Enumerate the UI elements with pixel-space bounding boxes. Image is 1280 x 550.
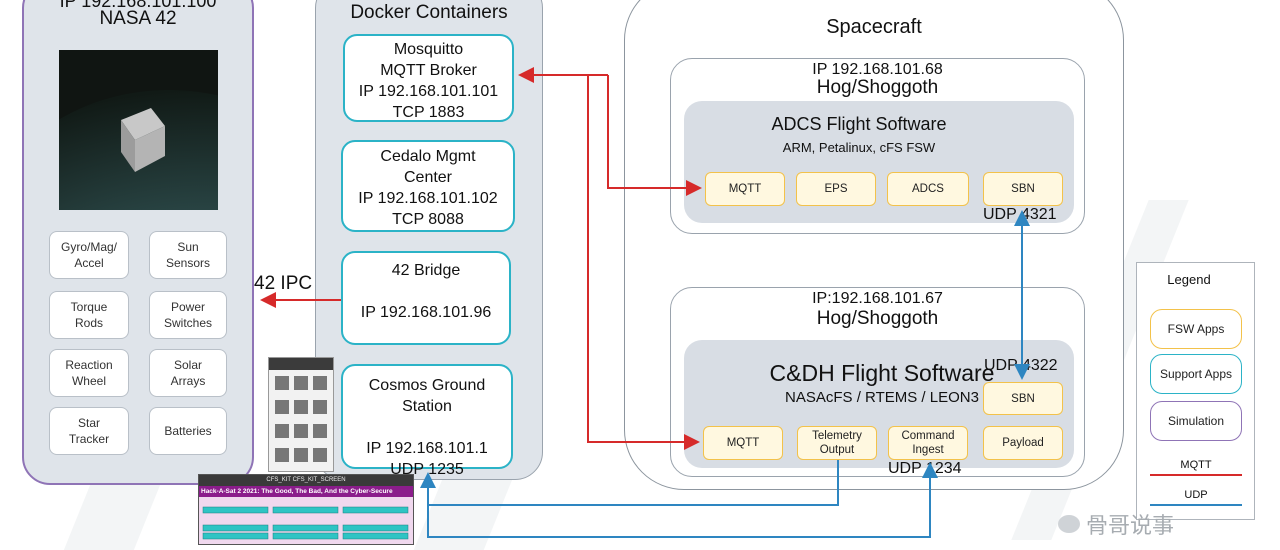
wechat-icon [1058,515,1080,533]
mosquitto-broker-container: Mosquitto MQTT Broker IP 192.168.101.101… [343,34,514,122]
nasa42-simulation-view [59,50,218,210]
bridge-42-container: 42 Bridge IP 192.168.101.96 [341,251,511,345]
cdh-payload-app: Payload [983,426,1063,460]
udp-telemetry-line [420,460,839,506]
adcs-fsw-subtitle: ARM, Petalinux, cFS FSW [782,140,936,155]
legend-mqtt-line [1150,474,1242,476]
watermark-text: 骨哥说事 [1086,513,1175,538]
reaction-wheel-tile: Reaction Wheel [49,349,129,397]
cdh-telemetry-output-app: Telemetry Output [797,426,877,460]
legend-simulation: Simulation [1150,401,1242,441]
adcs-sbn-app: SBN [983,172,1063,206]
cdh-fsw-subtitle: NASAcFS / RTEMS / LEON3 [785,389,979,406]
sun-sensors-tile: Sun Sensors [149,231,227,279]
legend-udp-label: UDP [1184,489,1208,501]
udp-command-line [427,462,938,538]
nasa42-title: NASA 42 [99,8,177,29]
cosmos-app-titlebar [269,358,333,370]
legend-fsw-apps: FSW Apps [1150,309,1242,349]
mqtt-line-adcs [607,75,702,196]
cdh-command-ingest-app: Command Ingest [888,426,968,460]
watermark: 骨哥说事 [1058,508,1174,540]
cdh-host-name: Hog/Shoggoth [816,308,939,329]
legend-udp-line [1150,504,1242,506]
cdh-fsw-title: C&DH Flight Software [769,360,995,386]
power-switches-tile: Power Switches [149,291,227,339]
gyro-mag-accel-tile: Gyro/Mag/ Accel [49,231,129,279]
cfs-kit-screenshot: CFS_KIT CFS_KIT_SCREEN Hack-A-Sat 2 2021… [198,474,414,545]
adcs-mqtt-app: MQTT [705,172,785,206]
adcs-host-name: Hog/Shoggoth [816,77,939,98]
legend-mqtt-label: MQTT [1180,459,1212,471]
cdh-host-ip: IP:192.168.101.67 [812,290,943,307]
solar-arrays-tile: Solar Arrays [149,349,227,397]
ipc-label: 42 IPC [254,273,313,294]
spacecraft-title: Spacecraft [826,16,922,38]
cosmos-app-screenshot [268,357,334,472]
docker-title: Docker Containers [350,2,508,23]
torque-rods-tile: Torque Rods [49,291,129,339]
star-tracker-tile: Star Tracker [49,407,129,455]
adcs-host-ip: IP 192.168.101.68 [812,61,943,78]
nasa42-ip: IP 192.168.101.100 [59,0,217,11]
cdh-sbn-app: SBN [983,382,1063,415]
batteries-tile: Batteries [149,407,227,455]
cosmos-ground-station-container: Cosmos Ground Station IP 192.168.101.1 U… [341,364,513,478]
adcs-eps-app: EPS [796,172,876,206]
adcs-fsw-title: ADCS Flight Software [771,114,947,134]
legend-support-apps: Support Apps [1150,354,1242,394]
cfs-kit-window-title: CFS_KIT CFS_KIT_SCREEN [199,475,413,486]
mqtt-line-cdh [587,75,700,450]
cdh-mqtt-app: MQTT [703,426,783,460]
legend-title: Legend [1167,272,1211,287]
earth-cube-image [59,50,218,210]
cfs-kit-banner: Hack-A-Sat 2 2021: The Good, The Bad, An… [199,486,413,497]
cedalo-mgmt-container: Cedalo Mgmt Center IP 192.168.101.102 TC… [341,140,515,232]
adcs-adcs-app: ADCS [887,172,969,206]
cfs-kit-buttons [202,506,409,540]
cosmos-app-icons [275,376,327,462]
